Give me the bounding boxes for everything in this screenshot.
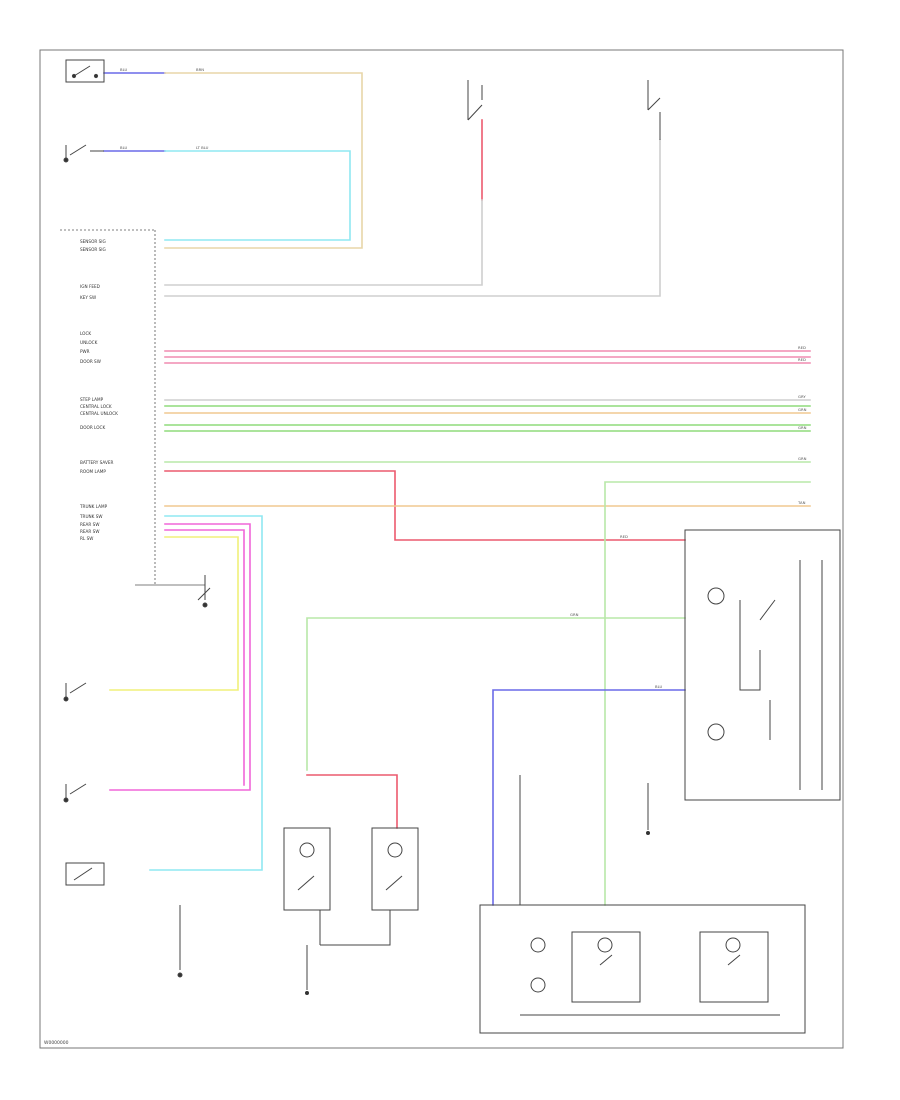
wlbl-4: LT BLU: [196, 145, 209, 150]
vanity-switch-wires: [520, 954, 780, 1016]
wlbl-14: GRN: [570, 612, 579, 617]
rr-door-switch: [63, 783, 87, 803]
wire-lr-yellow: [109, 536, 239, 691]
wire-vanity-blue: [492, 689, 686, 906]
trunk-switch: [65, 862, 183, 978]
wlbl-7: GRY: [798, 394, 806, 399]
wlbl-1: BLU: [120, 67, 128, 72]
room-lamp-bulb-2: [707, 723, 725, 741]
pin-label-11: CENTRAL UNLOCK: [80, 411, 118, 416]
vanity-box-outer: [479, 904, 806, 1034]
map-lamp-right: [371, 827, 419, 911]
pin-label-14: ROOM LAMP: [80, 469, 106, 474]
room-lamp-assembly: [646, 529, 841, 835]
wire-map-lamp-green: [306, 617, 686, 771]
map-lamp-left-bulb: [299, 842, 315, 858]
pin-label-3: IGN FEED: [80, 284, 100, 289]
wire-trunk-cyan: [149, 515, 263, 871]
key-reminder-switch: [647, 80, 661, 140]
pin-label-17: REAR SW: [80, 522, 99, 527]
front-door-switch: [197, 575, 211, 608]
body-control-module: SENSOR SIG SENSOR SIG IGN FEED KEY SW LO…: [60, 229, 205, 586]
pin-label-13: BATTERY SAVER: [80, 460, 113, 465]
wlbl-13: BLU: [655, 684, 663, 689]
wire-lr-door-magenta: [109, 523, 251, 791]
pin-label-2: SENSOR SIG: [80, 247, 106, 252]
pin-label-5: LOCK: [80, 331, 91, 336]
wire-rf-door-switch-cyan: [164, 150, 351, 241]
map-lamp-left: [283, 827, 331, 911]
wlbl-3: BLU: [120, 145, 128, 150]
room-lamp-box: [684, 529, 841, 801]
pin-label-10: CENTRAL LOCK: [80, 404, 112, 409]
wlbl-10: GRN: [798, 456, 807, 461]
wire-key-switch-gray: [164, 139, 661, 297]
pin-label-7: PWR: [80, 349, 90, 354]
wlbl-12: RED: [620, 534, 628, 539]
wire-lf-door-switch-tan: [164, 72, 363, 249]
wlbl-6: RED: [798, 357, 806, 362]
pin-label-8: DOOR SW: [80, 359, 101, 364]
pin-label-16: TRUNK SW: [79, 514, 103, 519]
pin-label-6: UNLOCK: [80, 340, 98, 345]
wire-green-drop: [604, 481, 811, 906]
vanity-bulb-1: [530, 937, 546, 953]
map-lamp-ground: [305, 991, 309, 995]
room-lamp-bulb-1: [707, 587, 725, 605]
switch-symbols: [63, 59, 661, 978]
pin-label-4: KEY SW: [80, 295, 96, 300]
map-lamps: [283, 827, 419, 995]
vanity-box-right: [699, 931, 769, 1003]
pin-label-1: SENSOR SIG: [80, 239, 106, 244]
pin-label-15: TRUNK LAMP: [79, 504, 108, 509]
map-lamp-right-switch: [385, 875, 403, 891]
room-lamp-switch-path: [739, 599, 776, 740]
lf-door-switch: [65, 59, 105, 83]
vanity-bulb-2: [530, 977, 546, 993]
vanity-bulb-4: [725, 937, 741, 953]
wlbl-9: GRN: [798, 425, 807, 430]
lr-door-switch: [63, 682, 87, 702]
wlbl-11: TAN: [797, 500, 806, 505]
diagram-border: [39, 49, 844, 1049]
pin-label-9: STEP LAMP: [80, 397, 104, 402]
wire-color-labels: BLU BRN BLU LT BLU RED RED GRY GRN GRN G…: [120, 67, 807, 689]
rf-door-switch: [63, 144, 104, 163]
ignition-switch: [467, 80, 483, 121]
bcm-pin-labels: SENSOR SIG SENSOR SIG IGN FEED KEY SW LO…: [79, 239, 118, 541]
pin-label-19: RL SW: [80, 536, 93, 541]
wlbl-8: GRN: [798, 407, 807, 412]
wire-layer: [103, 72, 811, 906]
map-lamp-left-switch: [297, 875, 315, 891]
wire-map-lamp-red: [306, 774, 398, 829]
map-lamp-right-bulb: [387, 842, 403, 858]
wire-ignition-gray: [164, 199, 483, 286]
vanity-lamps: [479, 775, 806, 1034]
pin-label-18: REAR SW: [80, 529, 99, 534]
map-lamp-ground-wire: [306, 910, 391, 990]
wlbl-2: BRN: [196, 67, 204, 72]
wire-rr-door-magenta: [164, 529, 245, 786]
vanity-bulb-3: [597, 937, 613, 953]
pin-label-12: DOOR LOCK: [80, 425, 105, 430]
vanity-box-left: [571, 931, 641, 1003]
room-lamp-ground: [646, 831, 650, 835]
wlbl-5: RED: [798, 345, 806, 350]
footer-code: W0000000: [44, 1040, 69, 1046]
